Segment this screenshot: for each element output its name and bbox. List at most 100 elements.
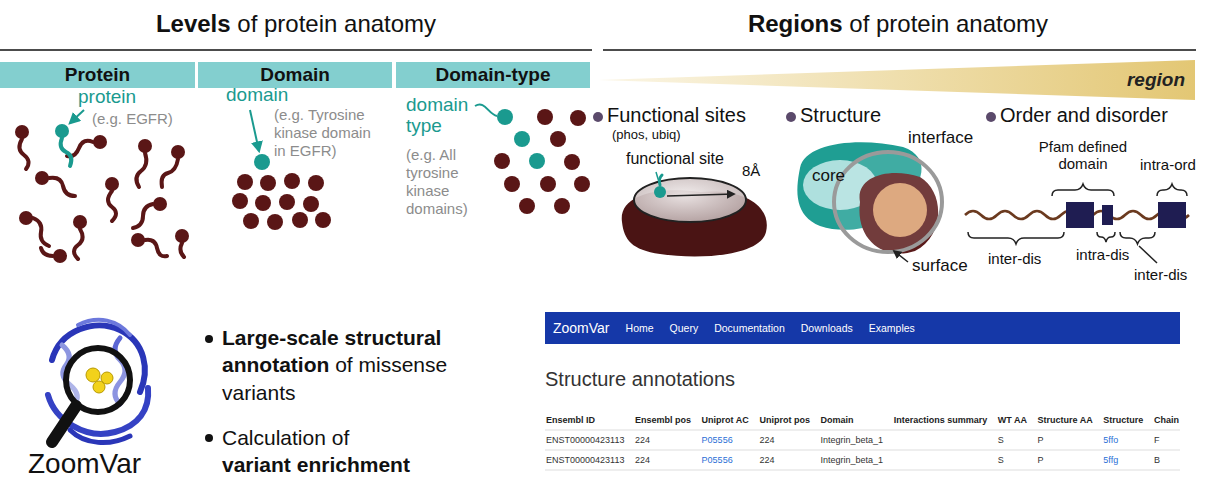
illustration-shape (145, 240, 167, 257)
annotation-label: domain (226, 84, 288, 106)
table-cell: 5ffo (1103, 435, 1118, 446)
illustration-shape (308, 175, 324, 191)
table-header: Interactions summary (894, 415, 988, 426)
annotation-label: functional site (626, 150, 724, 168)
nav-item: Query (670, 322, 699, 334)
illustration-shape (537, 109, 553, 125)
table-header: Domain (820, 415, 853, 426)
illustration-shape (86, 368, 100, 382)
illustration-shape (93, 135, 107, 149)
annotation-label: (e.g. Tyrosine kinase domain in EGFR) (274, 106, 382, 160)
annotation-label: intra-ord (1140, 156, 1196, 173)
illustration-shape (15, 125, 29, 139)
illustration-shape (529, 153, 545, 169)
illustration-shape (986, 112, 996, 122)
table-header: Structure AA (1038, 415, 1093, 426)
illustration-shape (267, 214, 283, 230)
logo-protein (48, 320, 148, 443)
site-protein (654, 175, 666, 198)
illustration-shape (786, 112, 796, 122)
variant-spheres (86, 368, 113, 393)
region-wedge (598, 60, 1195, 100)
illustration-shape (514, 131, 530, 147)
table-cell: ENST00000423113 (546, 455, 624, 466)
illustration-shape (570, 110, 586, 126)
illustration-shape (504, 176, 520, 192)
header-band: Protein (0, 62, 195, 88)
illustration-shape (545, 430, 1180, 431)
table-cell: 224 (759, 435, 774, 446)
band-label: Domain (260, 64, 330, 86)
illustration-shape (292, 212, 308, 228)
illustration-shape (35, 171, 49, 185)
nav-item: Downloads (801, 322, 853, 334)
table-cell: S (998, 435, 1004, 446)
label-run: of protein anatomy (237, 10, 436, 37)
table-cell: Integrin_beta_1 (820, 435, 883, 446)
illustration-shape (205, 434, 213, 442)
annotation-label: core (812, 166, 845, 186)
illustration-shape (315, 212, 331, 228)
illustration-shape (554, 198, 570, 214)
table-header: Uniprot AC (702, 415, 749, 426)
table-header: Uniprot pos (759, 415, 810, 426)
illustration-shape (1158, 202, 1186, 228)
annotation-label: Pfam defined domain (1033, 138, 1133, 172)
illustration-shape (61, 138, 72, 166)
leader-arrow (250, 110, 259, 151)
illustration-shape (1120, 232, 1155, 244)
illustration-shape (968, 232, 1064, 244)
illustration-shape (93, 381, 105, 393)
illustration-shape (284, 173, 300, 189)
interface-shell (834, 152, 942, 252)
annotation-label: protein (78, 86, 136, 108)
annotation-label: Order and disorder (1000, 104, 1168, 127)
table-cell: P05556 (702, 455, 733, 466)
illustration-shape (1066, 202, 1094, 228)
table-cell: F (1154, 435, 1160, 446)
table-cell: P (1038, 455, 1044, 466)
illustration-shape (105, 177, 119, 191)
leader-arrow (894, 251, 908, 262)
illustration-shape (138, 139, 152, 153)
illustration-shape (279, 194, 295, 210)
band-label: Protein (65, 64, 130, 86)
nav-item: Documentation (714, 322, 785, 334)
label-run: of protein anatomy (849, 10, 1048, 37)
text-line: Levels of protein anatomy (0, 10, 592, 39)
text-line: Calculation ofvariant enrichment (222, 424, 492, 479)
illustration-shape (497, 109, 513, 125)
table-cell: 5ffg (1103, 455, 1118, 466)
illustration-shape (70, 430, 130, 443)
illustration-shape (162, 159, 178, 187)
table-header: Structure (1103, 415, 1143, 426)
illustration-shape (53, 249, 67, 263)
section-heading: Structure annotations (545, 368, 735, 391)
highlighted-protein (55, 124, 71, 166)
illustration-shape (1157, 184, 1187, 196)
domain-type-dots (494, 109, 590, 214)
illustration-shape (1052, 184, 1114, 196)
illustration-shape (41, 248, 53, 256)
protein-cloud (15, 125, 189, 263)
illustration-shape (232, 193, 248, 209)
table-cell: ENST00000423113 (546, 435, 624, 446)
title-rule (0, 50, 1196, 51)
logo-name: ZoomVar (28, 448, 141, 480)
illustration-shape (593, 112, 603, 122)
table-header: Chain (1154, 415, 1179, 426)
label-run: Levels (156, 10, 231, 37)
region-band: region (598, 60, 1195, 100)
table-cell: P (1038, 435, 1044, 446)
illustration-shape (1102, 205, 1113, 225)
annotation-label: Functional sites (607, 104, 746, 127)
illustration-shape (260, 175, 276, 191)
domain-block (1066, 202, 1186, 228)
annotation-label: (e.g. All tyrosine kinase domains) (406, 146, 488, 218)
annotation-label: domain type (406, 94, 484, 136)
annotation-label: interface (908, 128, 973, 148)
illustration-shape (78, 320, 130, 335)
illustration-shape (659, 175, 662, 185)
annotation-label: (phos, ubiq) (612, 128, 681, 143)
